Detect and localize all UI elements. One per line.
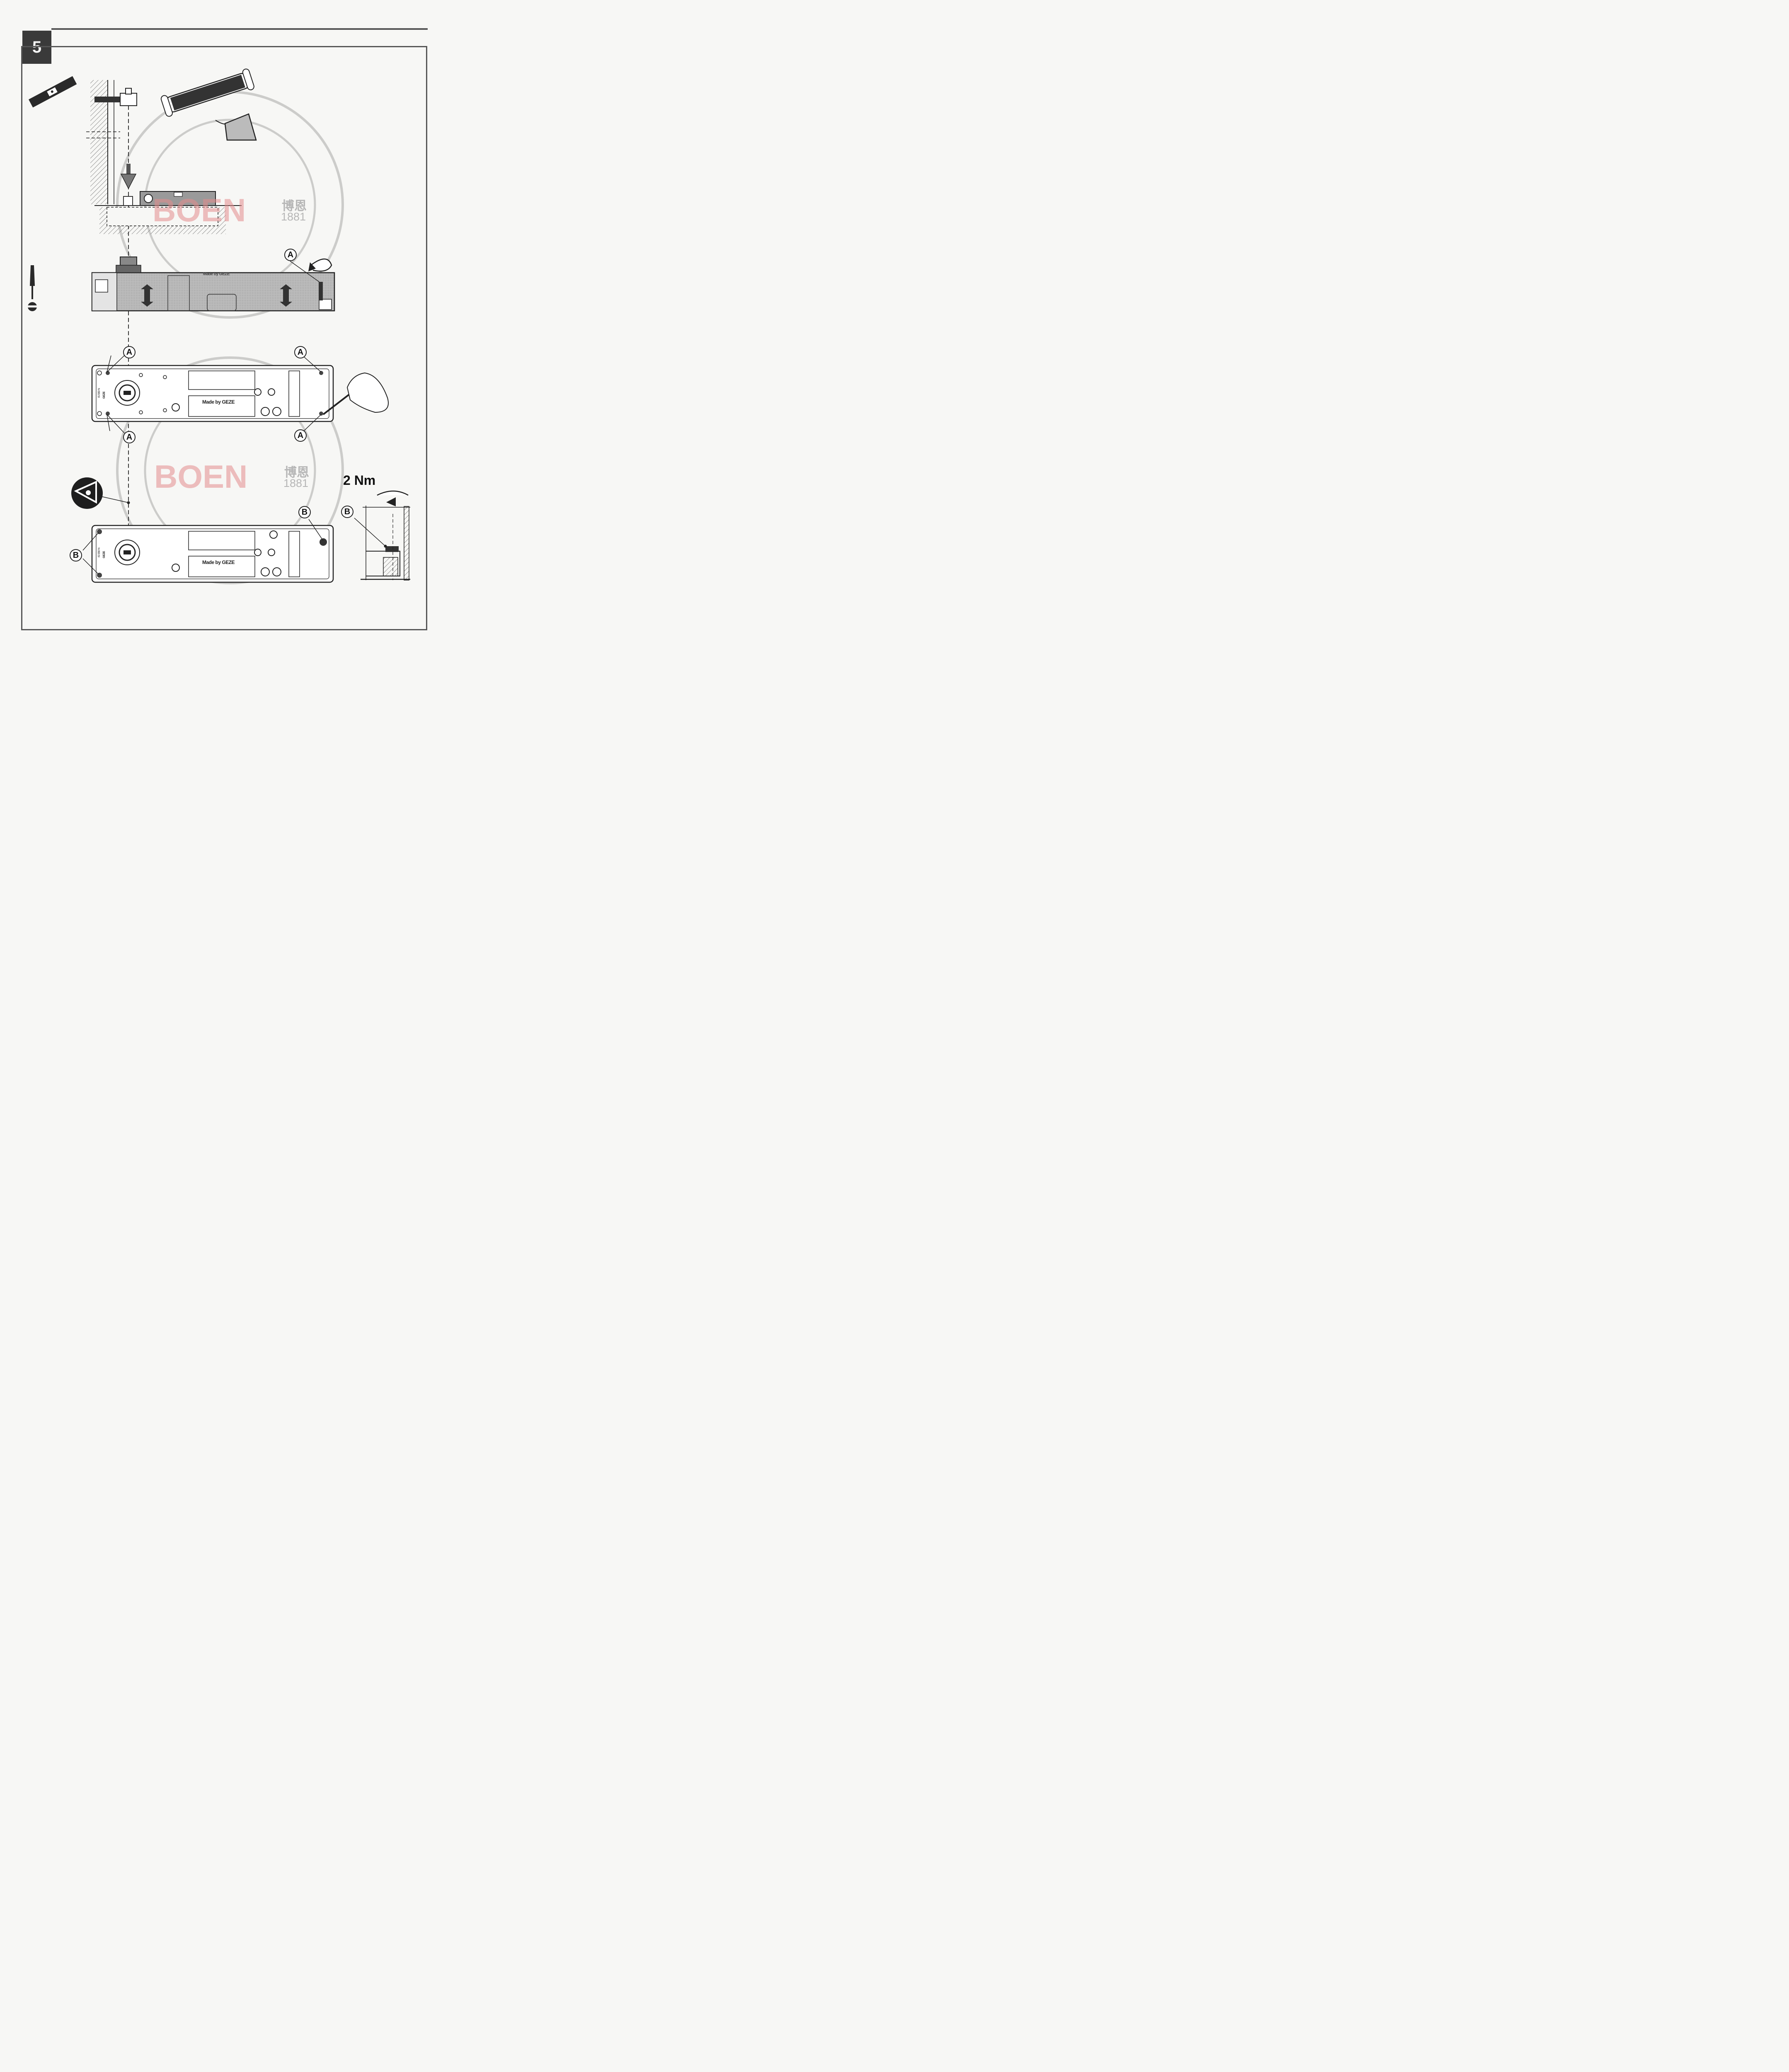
made-by-label-side: Made by GEZE [203, 272, 230, 276]
watermark-brand-cn-upper: 博恩 [282, 199, 307, 213]
spirit-level-icon [29, 76, 77, 108]
top-pivot [94, 88, 137, 106]
floor-section [94, 191, 242, 234]
screwdriver-icon [27, 265, 37, 311]
closer-top-view-1 [91, 355, 334, 433]
callout-a-top-left-upper: A [123, 346, 136, 358]
hand-icon [322, 372, 389, 415]
callout-b-left: B [70, 549, 82, 562]
callout-a-top-left-lower: A [123, 431, 136, 443]
made-by-label-top-2: Made by GEZE [202, 559, 235, 565]
step-number-badge: 5 [22, 31, 51, 64]
plumb-arrow [120, 164, 137, 189]
plumb-bob-icon [160, 68, 257, 141]
inspection-eye-icon [71, 477, 130, 509]
watermark-brand-lower: BOEN [154, 458, 248, 495]
closer-side-view [91, 257, 335, 312]
watermark-year-lower: 1881 [283, 477, 309, 489]
rotate-arrow-icon [308, 258, 332, 272]
callout-a-side: A [284, 249, 297, 261]
watermark-brand-upper: BOEN [153, 192, 246, 228]
installation-diagram [27, 68, 410, 584]
torque-label: 2 Nm [343, 473, 376, 488]
brand-small-label-2: GEZE [103, 551, 106, 558]
callout-a-top-right-upper: A [294, 346, 307, 358]
callout-a-top-right-lower: A [294, 429, 307, 442]
callout-b-right: B [298, 506, 311, 518]
watermark-brand-cn-lower: 博恩 [284, 466, 309, 479]
closer-top-view-2 [82, 519, 334, 583]
model-label-1: IS 550 N [98, 388, 101, 398]
callout-b-detail: B [341, 506, 353, 518]
made-by-label-top-1: Made by GEZE [202, 399, 235, 405]
watermark-year-upper: 1881 [281, 211, 306, 223]
top-rule [51, 28, 428, 30]
detail-section-b [354, 490, 410, 581]
model-label-2: IS 550 N [98, 547, 101, 557]
brand-small-label-1: GEZE [103, 391, 106, 399]
content-frame [21, 46, 427, 630]
